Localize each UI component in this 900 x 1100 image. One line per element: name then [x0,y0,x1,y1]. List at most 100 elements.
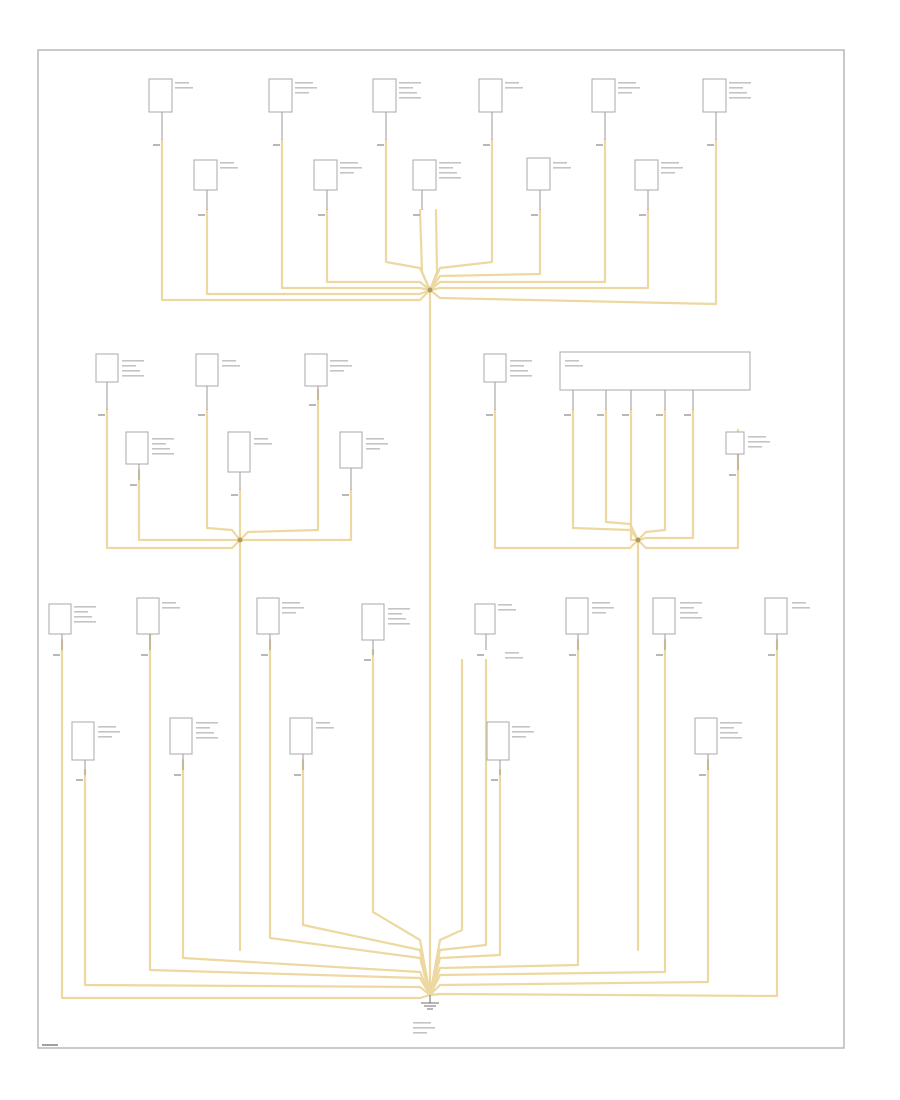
wire-label-mark [413,214,420,216]
bottom-row-2-components [71,717,718,761]
illegible-label-line [413,1027,435,1029]
middle-right-components [483,351,751,455]
illegible-label-line [510,375,532,377]
middle-left-wires [105,388,353,952]
illegible-label-line [505,657,523,659]
component-box [478,78,503,113]
illegible-label-line [413,1022,431,1024]
illegible-label-line [122,360,144,362]
component-box [526,157,551,191]
illegible-label-line [720,722,742,724]
illegible-label-line [399,92,417,94]
component-box [304,353,328,387]
illegible-label-line [748,441,770,443]
illegible-label-line [366,443,388,445]
illegible-label-line [512,731,534,733]
wire-label-mark [768,654,775,656]
wire-label-mark [309,404,316,406]
illegible-label-line [661,172,675,174]
wire-label-mark [76,779,83,781]
illegible-label-line [196,727,210,729]
wire-label-mark [656,414,663,416]
illegible-label-line [330,360,348,362]
ground-symbol [421,995,439,1010]
wire-label-mark [483,144,490,146]
illegible-label-line [505,82,519,84]
illegible-label-line [512,736,526,738]
illegible-label-line [661,162,679,164]
illegible-label-line [388,608,410,610]
illegible-label-line [98,726,116,728]
corner-code-mark [42,1044,58,1046]
component-box [195,353,219,387]
wire-label-mark [564,414,571,416]
component-box [71,721,95,761]
illegible-label-line [295,92,309,94]
component-box [591,78,616,113]
wire-label-mark [477,654,484,656]
wire-label-ticks [42,82,810,1046]
illegible-label-line [729,87,743,89]
illegible-label-line [748,436,766,438]
illegible-label-line [196,737,218,739]
illegible-label-line [175,82,189,84]
wire-label-mark [729,474,736,476]
component-box [268,78,293,113]
illegible-label-line [510,360,532,362]
component-box [227,431,251,473]
wire-label-mark [198,214,205,216]
illegible-label-line [282,602,300,604]
illegible-label-line [553,162,567,164]
illegible-label-line [196,732,214,734]
wire-label-mark [294,774,301,776]
illegible-label-line [505,87,523,89]
illegible-label-line [74,611,88,613]
wire-label-mark [597,414,604,416]
component-box [313,159,338,191]
illegible-label-line [366,438,384,440]
illegible-label-line [792,602,806,604]
wire-label-mark [261,654,268,656]
wire-label-mark [531,214,538,216]
splice-points [237,287,641,543]
illegible-label-line [282,612,296,614]
illegible-label-line [729,97,751,99]
illegible-label-line [222,365,240,367]
illegible-label-line [330,370,344,372]
illegible-label-line [510,365,524,367]
bottom-left-wires [60,628,432,1000]
illegible-label-line [152,448,170,450]
illegible-label-line [152,453,174,455]
illegible-label-line [340,162,358,164]
illegible-label-line [316,727,334,729]
top-row-2-components [193,157,659,191]
splice-middle-right [635,537,641,543]
illegible-label-line [295,87,317,89]
wire-label-mark [684,414,691,416]
wire-label-mark [273,144,280,146]
wire-label-mark [141,654,148,656]
illegible-label-line [565,365,583,367]
wire-label-mark [174,774,181,776]
illegible-label-line [295,82,313,84]
illegible-label-line [618,82,636,84]
component-box [486,721,510,761]
illegible-label-line [98,736,112,738]
wire-label-mark [707,144,714,146]
illegible-label-line [254,438,268,440]
illegible-label-line [505,652,519,654]
illegible-label-line [565,360,579,362]
wire-label-mark [377,144,384,146]
illegible-label-line [220,162,234,164]
illegible-label-line [720,732,738,734]
component-box [256,597,280,635]
component-box [474,603,496,635]
component-box [559,351,751,391]
wire-label-mark [596,144,603,146]
wire-label-mark [364,659,371,661]
component-box [339,431,363,469]
illegible-label-line [340,167,362,169]
component-box [136,597,160,635]
